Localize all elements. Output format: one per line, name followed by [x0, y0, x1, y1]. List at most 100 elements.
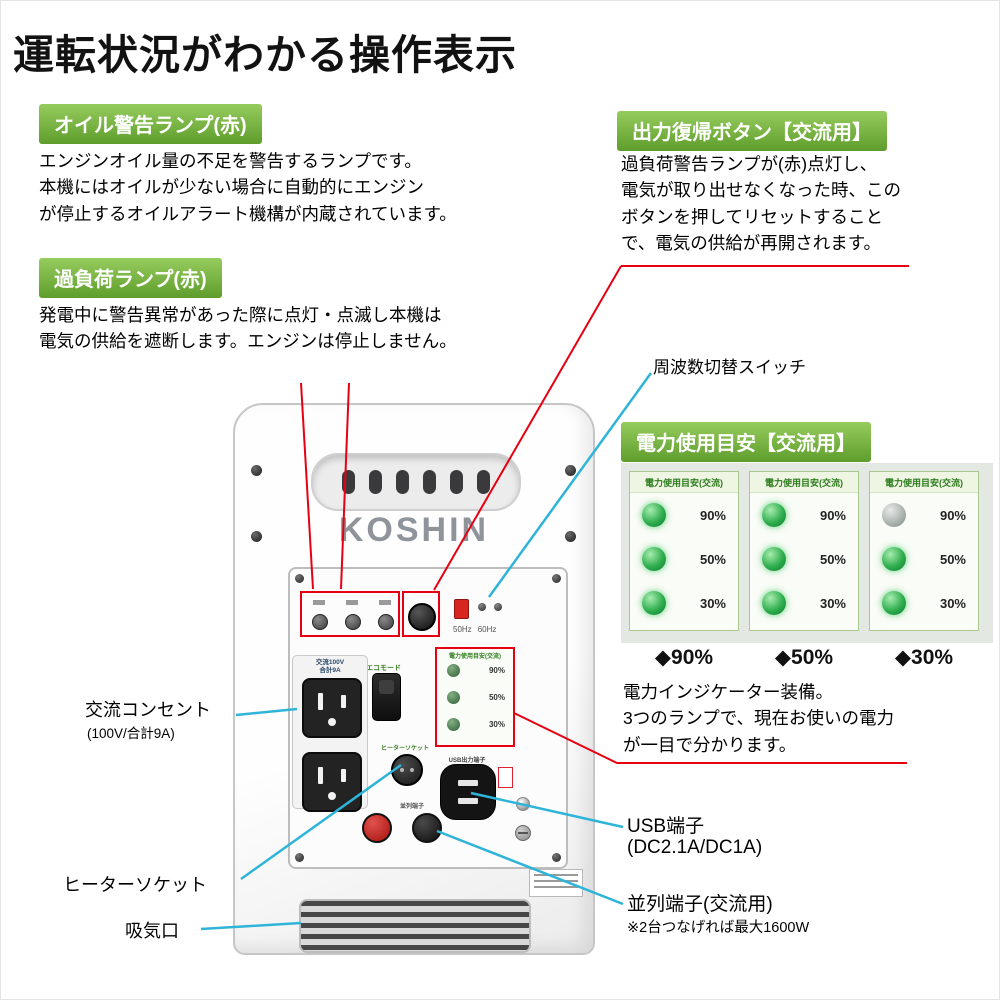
example-caption-30: ◆30%	[894, 646, 954, 669]
vent-hole	[450, 470, 463, 494]
lamp-caption	[379, 600, 391, 605]
indicator-led-50	[447, 691, 460, 704]
power-indicator-row: 30%	[447, 718, 505, 731]
vent-hole	[369, 470, 382, 494]
ac-outlet-lower	[302, 752, 362, 812]
spec-sticker	[529, 869, 583, 897]
parallel-terminal-label: 並列端子(交流用)	[627, 894, 773, 915]
led-90-icon	[642, 503, 666, 527]
output-reset-button-description: 過負荷警告ランプが(赤)点灯し、 電気が取り出せなくなった時、この ボタンを押し…	[621, 154, 901, 253]
vent-hole	[477, 470, 490, 494]
air-intake-label: 吸気口	[125, 921, 179, 941]
bolt	[251, 531, 262, 542]
oil-warning-lamp	[312, 614, 328, 630]
output-reset-button	[408, 603, 436, 631]
carry-handle-slot	[311, 453, 521, 511]
outlet-slot	[318, 767, 323, 784]
eco-mode-switch	[372, 673, 401, 721]
reset-button-highlight	[402, 591, 440, 637]
indicator-row: 50%	[870, 537, 978, 581]
vent-hole	[396, 470, 409, 494]
screw	[552, 574, 561, 583]
indicator-panel-header: 電力使用目安(交流)	[750, 472, 858, 493]
warning-sticker	[498, 767, 513, 788]
ac-outlet-plate: 交流100V 合計9A	[292, 655, 368, 812]
indicator-panel-header: 電力使用目安(交流)	[870, 472, 978, 493]
led-90-icon	[762, 503, 786, 527]
power-indicator-panel-90: 電力使用目安(交流) 90% 50% 30%	[629, 471, 739, 631]
parallel-terminal-black	[412, 813, 442, 843]
power-indicator-header: 電力使用目安(交流)	[449, 654, 501, 660]
pct-label: 30%	[699, 595, 726, 611]
power-indicator-panel-50: 電力使用目安(交流) 90% 50% 30%	[749, 471, 859, 631]
power-usage-examples: 電力使用目安(交流) 90% 50% 30% 電力使用目安(交流) 90%	[621, 463, 993, 643]
power-usage-guide-tag: 電力使用目安【交流用】	[621, 422, 871, 462]
outlet-slot	[341, 695, 346, 708]
led-90-icon	[882, 503, 906, 527]
parallel-terminal-red	[362, 813, 392, 843]
eco-mode-label: エコモード	[366, 665, 401, 672]
bolt	[565, 465, 576, 476]
air-intake-grille	[299, 899, 531, 953]
parallel-terminal-sublabel: ※2台つなげれば最大1600W	[627, 920, 810, 936]
warning-lamps-highlight	[300, 591, 400, 637]
led-50-icon	[642, 547, 666, 571]
lamp-caption	[346, 600, 358, 605]
usb-terminal-label: USB端子	[627, 816, 705, 837]
parallel-terminals-caption: 並列端子	[399, 804, 424, 810]
frequency-switch	[454, 599, 469, 619]
power-indicator-panel-30: 電力使用目安(交流) 90% 50% 30%	[869, 471, 979, 631]
power-indicator-row: 50%	[447, 691, 505, 704]
indicator-row: 90%	[630, 493, 738, 537]
heater-socket	[391, 754, 423, 786]
pct-label: 90%	[939, 507, 966, 523]
pct-label: 50%	[939, 551, 966, 567]
indicator-pct: 90%	[488, 666, 505, 675]
heater-socket-label: ヒーターソケット	[63, 875, 207, 895]
ac-outlet-sublabel: (100V/合計9A)	[87, 726, 175, 741]
oil-warning-lamp-tag: オイル警告ランプ(赤)	[39, 104, 262, 144]
ground-terminal	[515, 825, 531, 841]
led-30-icon	[642, 591, 666, 615]
pct-label: 50%	[699, 551, 726, 567]
usb-port-slot	[458, 780, 478, 786]
overload-lamp	[345, 614, 361, 630]
led-30-icon	[762, 591, 786, 615]
parallel-terminals-area: 並列端子	[356, 801, 468, 847]
output-lamp	[378, 614, 394, 630]
indicator-dot	[494, 603, 502, 611]
output-reset-button-tag: 出力復帰ボタン【交流用】	[617, 111, 887, 151]
indicator-row: 30%	[870, 581, 978, 625]
vent-hole	[423, 470, 436, 494]
pct-label: 90%	[819, 507, 846, 523]
oil-warning-lamp-description: エンジンオイル量の不足を警告するランプです。 本機にはオイルが少ない場合に自動的…	[39, 151, 457, 224]
indicator-pct: 30%	[488, 720, 505, 729]
koshin-logo: KOSHIN	[338, 511, 490, 549]
freq-50hz-label: 50Hz	[453, 625, 472, 634]
usb-port-slot	[458, 798, 478, 804]
indicator-row: 90%	[750, 493, 858, 537]
pct-label: 30%	[819, 595, 846, 611]
outlet-slot	[318, 693, 323, 710]
usb-port-caption: USB出力端子	[448, 758, 486, 764]
heater-socket-caption: ヒーターソケット	[380, 746, 429, 752]
screw	[552, 853, 561, 862]
power-indicator-description: 電力インジケーター装備。 3つのランプで、現在お使いの電力 が一目で分かります。	[623, 682, 895, 755]
indicator-pct: 50%	[488, 693, 505, 702]
heater-socket-area: ヒーターソケット	[378, 743, 432, 795]
power-indicator-highlight: 電力使用目安(交流) 90% 50% 30%	[435, 647, 515, 747]
lamp-caption	[313, 600, 325, 605]
bolt	[251, 465, 262, 476]
example-caption-50: ◆50%	[774, 646, 834, 669]
power-indicator-row: 90%	[447, 664, 505, 677]
pct-label: 90%	[699, 507, 726, 523]
indicator-dot	[478, 603, 486, 611]
ac-outlet-upper	[302, 678, 362, 738]
overload-lamp-description: 発電中に警告異常があった際に点灯・点滅し本機は 電気の供給を遮断します。エンジン…	[39, 305, 457, 352]
outlet-slot	[341, 769, 346, 782]
indicator-row: 50%	[750, 537, 858, 581]
pct-label: 30%	[939, 595, 966, 611]
